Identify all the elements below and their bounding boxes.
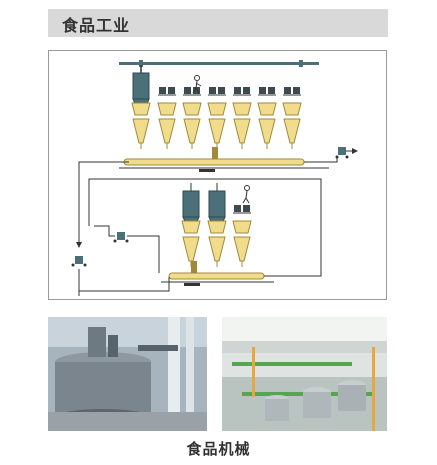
upper-scale-row (158, 87, 301, 96)
hopper-icon (207, 102, 227, 149)
hopper-icon (181, 220, 201, 267)
footer-caption: 食品机械 (186, 440, 251, 458)
scale-icon (258, 87, 276, 96)
scale-icon (283, 87, 301, 96)
hopper-icon (157, 102, 177, 149)
overhead-rail (119, 60, 319, 67)
conveyor-belt-icon (161, 261, 274, 286)
scale-icon (183, 87, 201, 96)
scale-icon (158, 87, 176, 96)
conveyor-belt-icon (119, 147, 329, 172)
equipment-photo-tank (48, 317, 207, 431)
scale-icon (208, 87, 226, 96)
hopper-icon (232, 102, 252, 149)
pipeline (76, 156, 338, 296)
operator-icon (192, 75, 202, 94)
pump-icon (71, 256, 87, 267)
hopper-icon (282, 102, 302, 149)
equipment-photo-plant (222, 317, 387, 431)
scale-icon (233, 87, 251, 96)
scale-icon (233, 205, 251, 214)
section-title: 食品工业 (62, 16, 131, 35)
storage-bin-icon (182, 183, 226, 227)
hopper-icon (182, 102, 202, 149)
storage-bin-icon (132, 65, 150, 110)
pump-icon (335, 147, 358, 159)
upper-hopper-row (131, 102, 302, 149)
hopper-icon (232, 220, 252, 267)
hopper-icon (257, 102, 277, 149)
process-diagram (48, 50, 387, 300)
hopper-icon (207, 220, 227, 267)
section-header: 食品工业 (48, 9, 388, 37)
hopper-icon (131, 102, 151, 149)
operator-icon (242, 185, 250, 204)
pump-icon (113, 232, 129, 243)
process-flow-svg (71, 60, 358, 296)
